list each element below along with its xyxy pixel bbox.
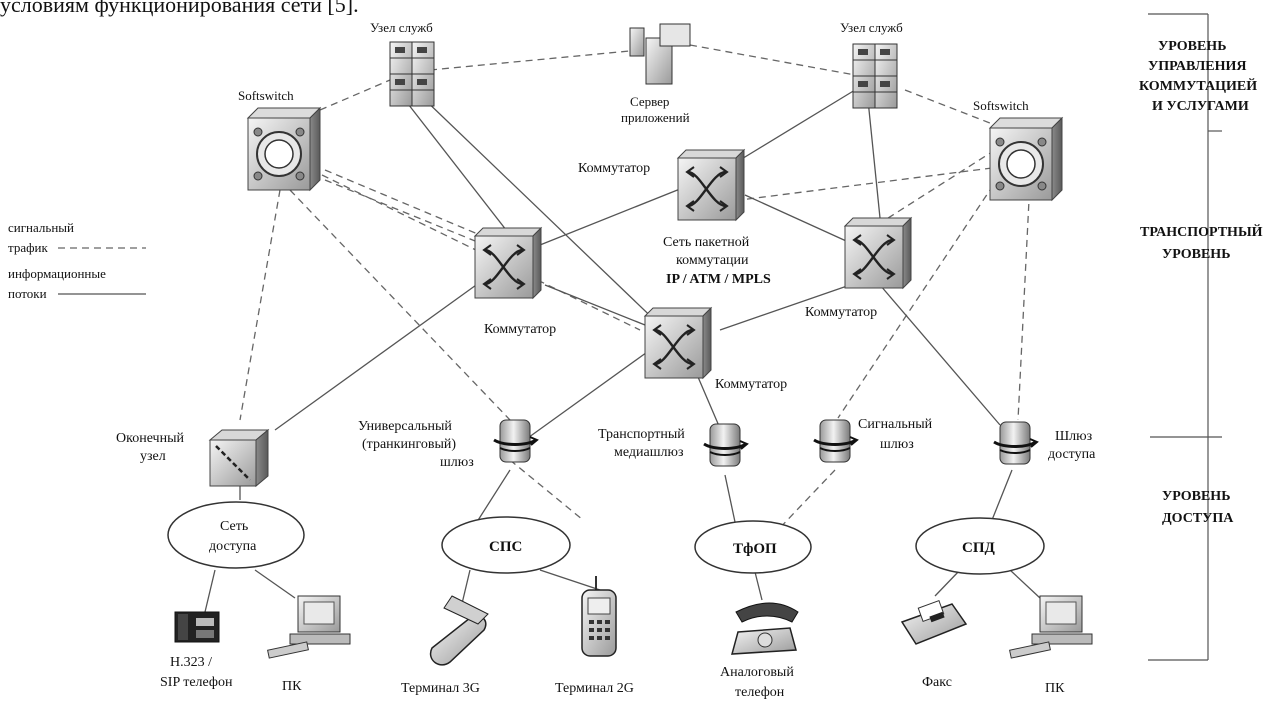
svg-text:Сигнальный: Сигнальный xyxy=(858,417,933,432)
svg-text:ПК: ПК xyxy=(282,679,302,694)
svg-text:Терминал 3G: Терминал 3G xyxy=(401,681,480,696)
svg-text:шлюз: шлюз xyxy=(440,455,474,470)
service-node-left: Узел служб xyxy=(370,20,435,107)
service-node-right: Узел служб xyxy=(840,20,903,109)
sip-phone: H.323 / SIP телефон xyxy=(160,611,233,690)
signal-links xyxy=(239,44,1031,534)
packet-network-label: Сеть пакетной коммутации IP / ATM / MPLS xyxy=(663,235,771,287)
trunk-gateway: Универсальный (транкинговый) шлюз xyxy=(358,418,539,470)
switch-center: Коммутатор xyxy=(643,306,787,392)
svg-text:коммутации: коммутации xyxy=(676,253,749,268)
analog-phone: Аналоговый телефон xyxy=(720,602,799,700)
end-node: Оконечный узел xyxy=(116,428,270,488)
svg-text:ДОСТУПА: ДОСТУПА xyxy=(1162,511,1234,526)
svg-text:СПС: СПС xyxy=(489,539,522,555)
svg-text:H.323 /: H.323 / xyxy=(170,655,212,670)
svg-text:Оконечный: Оконечный xyxy=(116,431,184,446)
svg-text:доступа: доступа xyxy=(209,539,257,554)
terminal-2g: Терминал 2G xyxy=(555,576,634,696)
svg-text:Факс: Факс xyxy=(922,675,952,690)
pc-right: ПК xyxy=(1009,595,1093,696)
svg-text:ТРАНСПОРТНЫЙ: ТРАНСПОРТНЫЙ xyxy=(1140,223,1263,240)
svg-text:Аналоговый: Аналоговый xyxy=(720,665,794,680)
svg-text:медиашлюз: медиашлюз xyxy=(614,445,684,460)
svg-text:Универсальный: Универсальный xyxy=(358,419,452,434)
svg-text:трафик: трафик xyxy=(8,240,48,255)
svg-text:УРОВЕНЬ: УРОВЕНЬ xyxy=(1162,489,1230,504)
svg-text:И УСЛУГАМИ: И УСЛУГАМИ xyxy=(1152,99,1249,114)
app-server-label-1: Сервер xyxy=(630,94,669,109)
softswitch-right: Softswitch xyxy=(973,98,1063,201)
svg-text:телефон: телефон xyxy=(735,685,785,700)
switch-right: Коммутатор xyxy=(805,216,913,320)
level-management-label: УРОВЕНЬ УПРАВЛЕНИЯ КОММУТАЦИЕЙ И УСЛУГАМ… xyxy=(1139,39,1257,114)
svg-text:Шлюз: Шлюз xyxy=(1055,429,1093,444)
terminal-3g: Терминал 3G xyxy=(401,595,489,696)
svg-text:SIP телефон: SIP телефон xyxy=(160,675,233,690)
access-gateway: Шлюз доступа xyxy=(992,420,1096,466)
svg-text:Сеть: Сеть xyxy=(220,519,248,534)
svg-text:УРОВЕНЬ: УРОВЕНЬ xyxy=(1162,247,1230,262)
svg-text:ТфОП: ТфОП xyxy=(733,541,777,557)
pc-left: ПК xyxy=(267,595,351,694)
app-server-label-2: приложений xyxy=(621,110,690,125)
sps-network: СПС xyxy=(441,516,571,574)
media-gateway: Транспортный медиашлюз xyxy=(598,422,749,468)
legend: сигнальный трафик информационные потоки xyxy=(8,220,146,301)
svg-text:Коммутатор: Коммутатор xyxy=(715,377,787,392)
level-scale xyxy=(1148,13,1222,661)
svg-text:узел: узел xyxy=(140,449,166,464)
tfop-network: ТфОП xyxy=(694,520,812,574)
app-server: Сервер приложений xyxy=(621,23,691,125)
svg-text:Коммутатор: Коммутатор xyxy=(484,322,556,337)
svg-text:УРОВЕНЬ: УРОВЕНЬ xyxy=(1158,39,1226,54)
access-network: Сеть доступа xyxy=(167,501,305,569)
svg-text:Коммутатор: Коммутатор xyxy=(805,305,877,320)
signal-gateway: Сигнальный шлюз xyxy=(812,417,933,464)
svg-text:Сеть пакетной: Сеть пакетной xyxy=(663,235,750,250)
svg-text:Узел служб: Узел служб xyxy=(370,20,433,35)
level-access-label: УРОВЕНЬ ДОСТУПА xyxy=(1162,489,1234,526)
svg-text:Узел служб: Узел служб xyxy=(840,20,903,35)
svg-text:(транкинговый): (транкинговый) xyxy=(362,437,456,452)
fax: Факс xyxy=(900,600,968,690)
svg-text:ПК: ПК xyxy=(1045,681,1065,696)
svg-text:УПРАВЛЕНИЯ: УПРАВЛЕНИЯ xyxy=(1148,59,1247,74)
level-transport-label: ТРАНСПОРТНЫЙ УРОВЕНЬ xyxy=(1140,223,1263,262)
info-links xyxy=(204,89,1041,613)
svg-text:Терминал 2G: Терминал 2G xyxy=(555,681,634,696)
svg-text:шлюз: шлюз xyxy=(880,437,914,452)
spd-network: СПД xyxy=(915,517,1045,575)
softswitch-left: Softswitch xyxy=(238,88,321,191)
switch-top: Коммутатор xyxy=(578,148,746,222)
svg-text:потоки: потоки xyxy=(8,286,47,301)
svg-text:КОММУТАЦИЕЙ: КОММУТАЦИЕЙ xyxy=(1139,77,1257,94)
svg-text:доступа: доступа xyxy=(1048,447,1096,462)
svg-text:Коммутатор: Коммутатор xyxy=(578,161,650,176)
svg-text:СПД: СПД xyxy=(962,540,996,556)
svg-text:Транспортный: Транспортный xyxy=(598,427,685,442)
svg-text:сигнальный: сигнальный xyxy=(8,220,74,235)
svg-text:IP / ATM / MPLS: IP / ATM / MPLS xyxy=(666,272,771,287)
svg-text:Softswitch: Softswitch xyxy=(238,88,294,103)
top-text-fragment: условиям функционирования сети [5]. xyxy=(0,0,359,17)
svg-text:информационные: информационные xyxy=(8,266,106,281)
switch-left: Коммутатор xyxy=(473,226,556,337)
svg-text:Softswitch: Softswitch xyxy=(973,98,1029,113)
